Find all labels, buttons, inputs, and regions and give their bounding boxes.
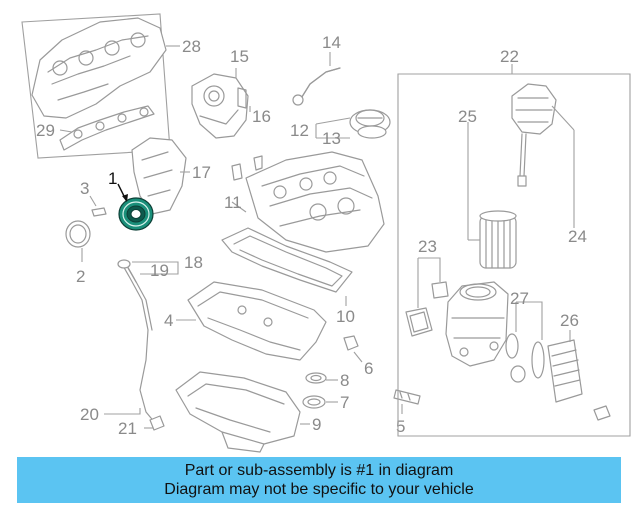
timing-cover-group: 17 15 16	[131, 47, 271, 215]
bolt-16	[237, 87, 247, 109]
oil-filter-housing-group: 22 24 25 23	[397, 47, 631, 437]
lower-oil-pan	[175, 371, 301, 445]
callout-5: 5	[396, 417, 405, 436]
banner-line-2: Diagram may not be specific to your vehi…	[164, 481, 474, 498]
sensor-5-group: 5	[393, 389, 421, 436]
callout-21: 21	[118, 419, 137, 438]
intake-manifold-group: 28 29	[21, 13, 201, 159]
oil-filter-cap	[511, 83, 557, 135]
callout-11: 11	[224, 193, 242, 212]
callout-12: 12	[290, 121, 309, 140]
callout-20: 20	[80, 405, 99, 424]
callout-1: 1	[108, 169, 117, 188]
oil-cap-seal	[357, 125, 387, 139]
dipstick-group: 18 19 20 21	[80, 253, 203, 438]
valve-cover-gasket	[221, 227, 353, 293]
upper-oil-pan	[187, 281, 327, 361]
cap-bolt-group: 2 3	[65, 179, 107, 286]
seal-7	[302, 395, 326, 409]
oil-pan-upper-group: 4	[164, 281, 327, 361]
oil-filter-housing	[445, 281, 509, 367]
callout-27: 27	[510, 289, 529, 308]
cooler-bolt	[593, 405, 611, 421]
callout-3: 3	[80, 179, 89, 198]
gasket-23b	[431, 281, 449, 299]
exploded-parts-diagram: 28 29 17 15 16 1	[21, 13, 631, 453]
callout-8: 8	[340, 371, 349, 390]
callout-6: 6	[364, 359, 373, 378]
callout-2: 2	[76, 267, 85, 286]
o-ring-27b	[510, 365, 526, 383]
gasket-23a	[405, 307, 433, 337]
banner-line-1: Part or sub-assembly is #1 in diagram	[184, 462, 454, 479]
callout-15: 15	[230, 47, 249, 66]
intake-gasket	[59, 105, 155, 151]
callout-17: 17	[192, 163, 211, 182]
dipstick-handle	[117, 259, 131, 269]
seal-8	[305, 372, 327, 384]
breather-hose	[299, 67, 341, 101]
drain-plug-group: 6	[343, 335, 373, 378]
drain-plug	[343, 335, 359, 351]
timing-cover	[131, 137, 187, 215]
callout-4: 4	[164, 311, 173, 330]
callout-23: 23	[418, 237, 437, 256]
callout-25: 25	[458, 107, 477, 126]
callout-9: 9	[312, 415, 321, 434]
callout-10: 10	[336, 307, 355, 326]
callout-24: 24	[568, 227, 587, 246]
part-1-seal-highlighted: 1	[108, 169, 154, 231]
oil-cooler	[547, 339, 583, 403]
callout-29: 29	[36, 121, 55, 140]
valve-cover-group: 11 10	[221, 151, 385, 326]
callout-13: 13	[322, 129, 341, 148]
callout-14: 14	[322, 33, 341, 52]
callout-26: 26	[560, 311, 579, 330]
o-ring-27c	[531, 341, 545, 379]
oil-cap-group: 12 13	[290, 109, 391, 148]
callout-18: 18	[184, 253, 203, 272]
valve-cover	[245, 151, 385, 253]
oil-pan-lower-group: 9 8 7	[175, 371, 349, 453]
callout-28: 28	[182, 37, 201, 56]
callout-16: 16	[252, 107, 271, 126]
callout-7: 7	[340, 393, 349, 412]
breather-hose-group: 14	[292, 33, 341, 106]
o-ring-27a	[505, 333, 519, 359]
callout-22: 22	[500, 47, 519, 66]
bolt-3	[91, 207, 107, 217]
callout-19: 19	[150, 261, 169, 280]
info-banner: Part or sub-assembly is #1 in diagram Di…	[17, 457, 621, 503]
